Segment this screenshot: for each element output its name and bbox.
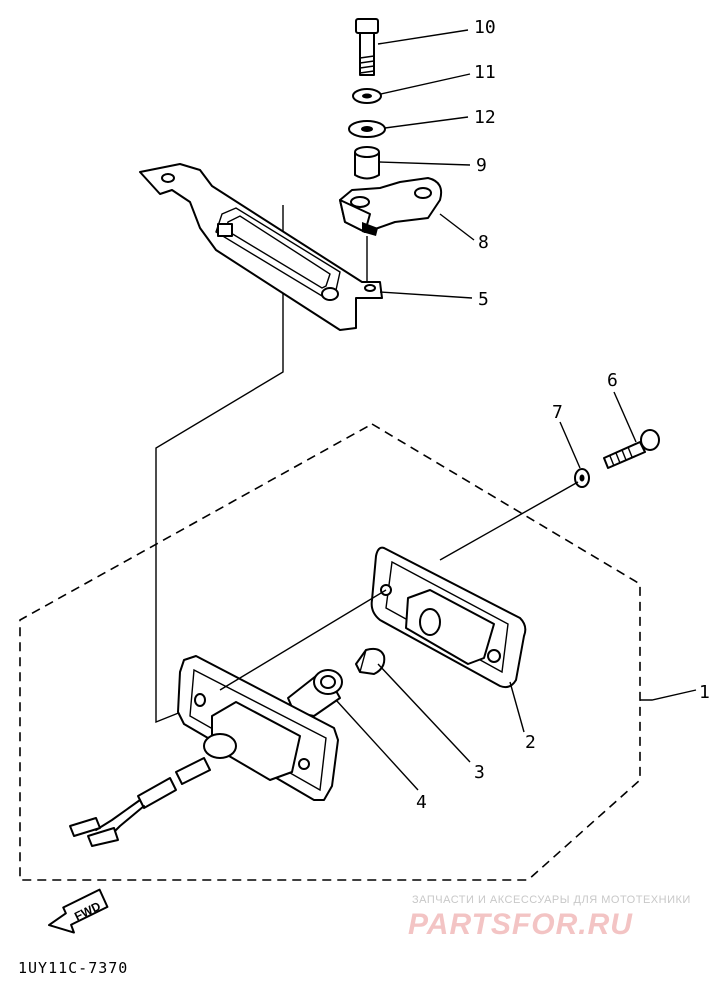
bracket-leader-line [155, 205, 284, 724]
watermark: ЗАПЧАСТИ И АКСЕССУАРЫ ДЛЯ МОТОТЕХНИКИ PA… [408, 894, 691, 941]
callout-8: 8 [478, 232, 489, 253]
callout-7: 7 [552, 402, 563, 423]
assembly-outline [19, 423, 641, 881]
callout-12: 12 [474, 107, 496, 128]
callout-4: 4 [416, 792, 427, 813]
lens-part-2 [370, 546, 527, 689]
lamp-housing [177, 655, 339, 801]
bulb-part-3 [355, 647, 386, 675]
watermark-tagline: ЗАПЧАСТИ И АКСЕССУАРЫ ДЛЯ МОТОТЕХНИКИ [412, 894, 691, 906]
watermark-logo: PARTSFOR.RU [408, 908, 633, 941]
callout-numbers: 10 11 12 9 8 5 6 7 1 2 3 4 [416, 17, 710, 813]
assembly-leaders [219, 481, 579, 691]
bolt-part-10 [355, 18, 379, 76]
plain-washer-part-12 [348, 120, 386, 138]
callout-10: 10 [474, 17, 496, 38]
callout-11: 11 [474, 62, 496, 83]
collar-part-9 [354, 146, 380, 180]
callout-9: 9 [476, 155, 487, 176]
diagram-code: 1UY11C-7370 [18, 959, 128, 977]
bracket-part-5 [139, 163, 383, 331]
callout-leaders [335, 29, 697, 791]
washer-part-7 [574, 468, 590, 488]
fwd-arrow: FWD [48, 888, 109, 934]
spring-washer-part-11 [352, 88, 382, 104]
callout-6: 6 [607, 370, 618, 391]
wire-harness [69, 757, 211, 847]
stay-part-8 [339, 177, 443, 282]
screw-part-6 [603, 429, 660, 469]
callout-5: 5 [478, 289, 489, 310]
callout-3: 3 [474, 762, 485, 783]
callout-1: 1 [699, 682, 710, 703]
callout-2: 2 [525, 732, 536, 753]
